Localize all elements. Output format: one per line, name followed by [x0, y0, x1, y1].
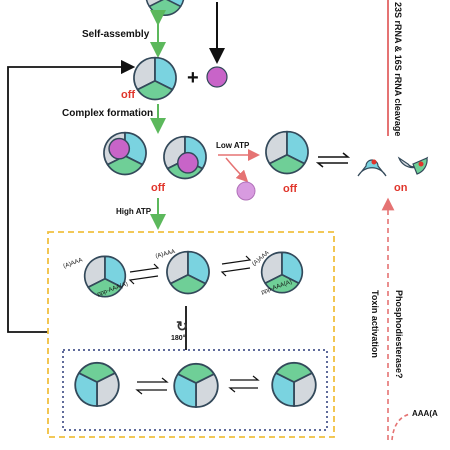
rotated-view-box	[62, 349, 328, 431]
top-protein-partial-icon	[146, 0, 184, 15]
equilibrium-arrows-3	[220, 255, 252, 277]
ligand-release-arrow	[225, 157, 249, 183]
rotated-protein-1-icon	[75, 363, 119, 406]
aaa-tail-label: AAA(A	[412, 409, 438, 418]
high-atp-label: High ATP	[116, 207, 152, 216]
high-atp-box	[47, 231, 335, 438]
rotated-protein-2-icon	[174, 364, 218, 407]
poly-a-label-1: (A)AAA	[63, 257, 84, 269]
toxin-activation-label: Toxin activation	[370, 290, 380, 358]
poly-a-label-2: (A)AAA	[155, 249, 176, 260]
split-half-1-icon	[357, 159, 387, 177]
equilibrium-arrows-2	[128, 263, 160, 285]
off-label-1: off	[121, 89, 135, 101]
released-ligand-icon	[236, 181, 256, 201]
low-atp-label: Low ATP	[216, 141, 250, 150]
aaa-curve-arrow	[391, 413, 411, 441]
equilibrium-arrows-4	[135, 377, 169, 395]
rotation-label: 180°	[171, 334, 186, 342]
free-protein-icon	[266, 132, 308, 174]
split-half-2-icon	[397, 156, 429, 175]
off-label-3: off	[283, 183, 297, 195]
cleavage-label: 23S rRNA & 16S rRNA cleavage	[393, 2, 403, 136]
ligand-purple-icon	[206, 66, 228, 88]
self-assembly-label: Self-assembly	[82, 29, 150, 40]
complex-1-icon	[104, 133, 146, 175]
plus-sign: +	[187, 67, 199, 89]
equilibrium-arrows-5	[228, 375, 260, 393]
complex-2-icon	[164, 137, 206, 179]
rotation-icon: ↻	[176, 318, 188, 334]
atp-bound-protein-2-icon	[167, 252, 209, 294]
feedback-loop-line	[7, 59, 136, 333]
equilibrium-arrows	[315, 152, 351, 168]
phosphodiesterase-label: Phosphodiesterase?	[394, 290, 404, 379]
on-label: on	[394, 182, 408, 194]
assembled-protein-icon	[134, 58, 176, 100]
complex-formation-label: Complex formation	[62, 108, 153, 119]
off-label-2: off	[151, 182, 165, 194]
rotated-protein-3-icon	[272, 363, 316, 406]
